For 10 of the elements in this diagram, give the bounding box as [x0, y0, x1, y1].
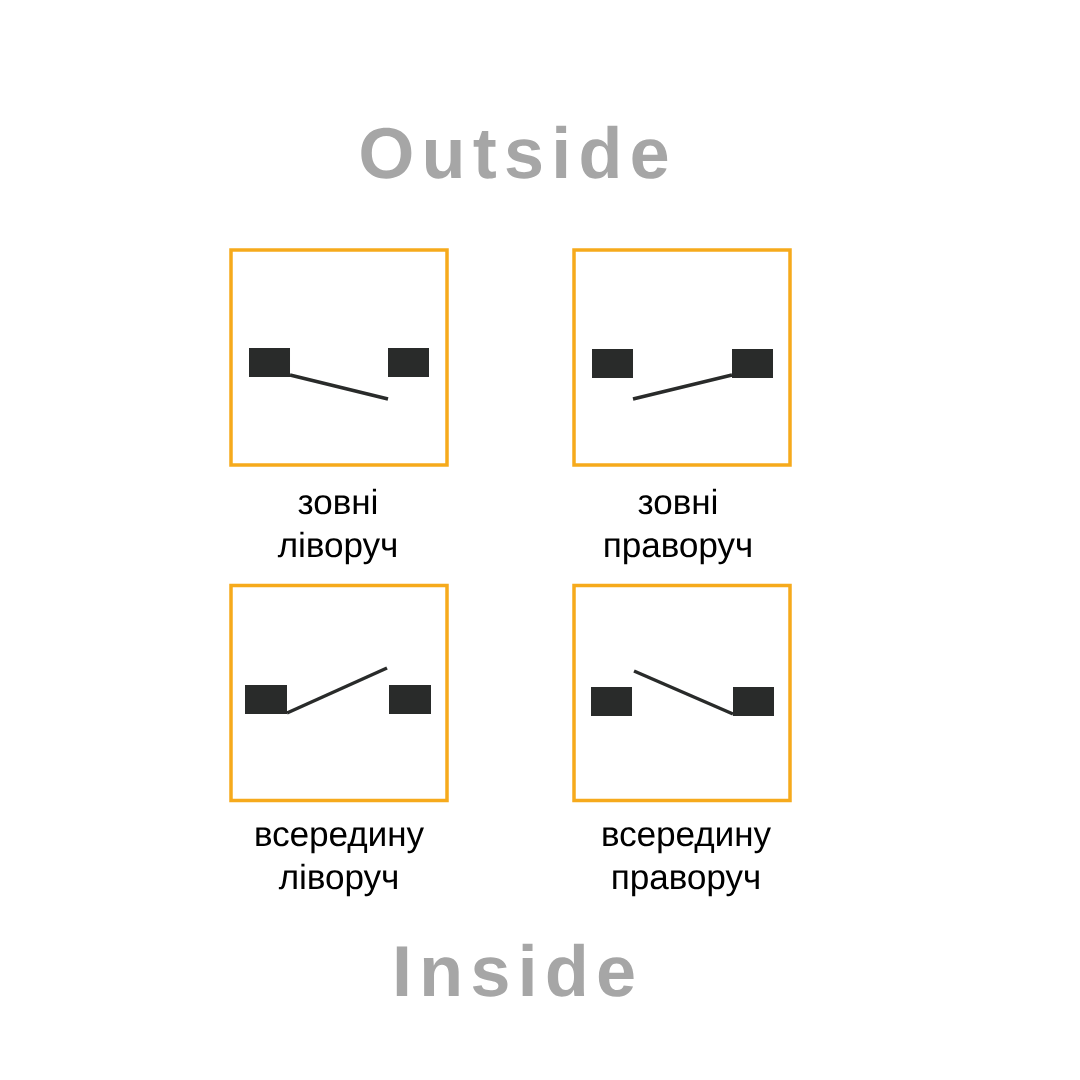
- symbol-box: [229, 583, 449, 803]
- symbol-box: [572, 248, 792, 467]
- node-label: всередину праворуч: [603, 827, 771, 897]
- node-label: зовні праворуч: [605, 488, 751, 565]
- node-label: зовні ліворуч: [277, 488, 396, 565]
- node-label: всередину ліворуч: [256, 827, 424, 897]
- symbol-box: [229, 248, 449, 467]
- heading: Inside: [396, 943, 634, 997]
- heading: Outside: [361, 125, 668, 179]
- symbol-box: [572, 583, 792, 803]
